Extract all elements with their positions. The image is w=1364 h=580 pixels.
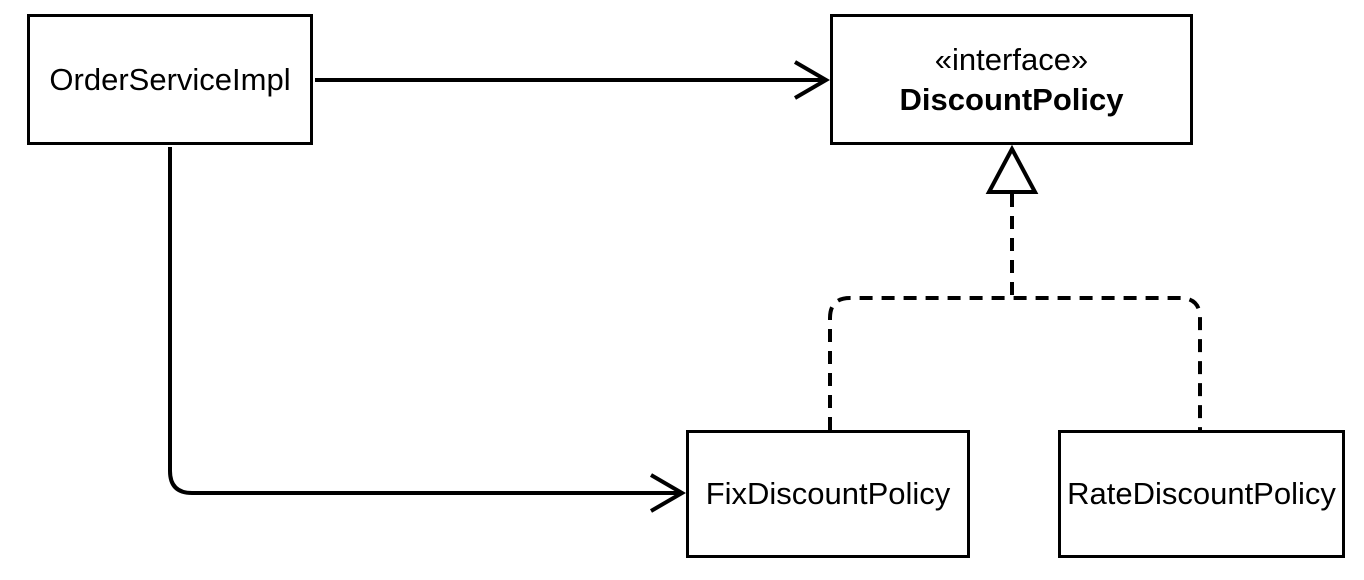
edge-line xyxy=(168,147,678,495)
class-box-orderserviceimpl[interactable]: OrderServiceImpl xyxy=(27,14,313,145)
realization-branch-line xyxy=(828,296,1202,430)
class-box-fixdiscountpolicy[interactable]: FixDiscountPolicy xyxy=(686,430,970,558)
hollow-triangle-arrowhead-icon xyxy=(985,144,1039,194)
stereotype-label: «interface» xyxy=(934,41,1089,77)
edge-dependency-orderservice-to-discountpolicy[interactable] xyxy=(315,60,830,100)
class-name-label: FixDiscountPolicy xyxy=(705,476,951,512)
open-arrowhead-icon xyxy=(649,473,686,513)
class-name-label: RateDiscountPolicy xyxy=(1067,476,1336,512)
edge-dependency-orderservice-to-fixdiscountpolicy[interactable] xyxy=(168,147,686,513)
edge-realization-branch[interactable] xyxy=(828,194,1202,430)
open-arrowhead-icon xyxy=(793,60,830,100)
class-box-ratediscountpolicy[interactable]: RateDiscountPolicy xyxy=(1058,430,1345,558)
class-name-label: OrderServiceImpl xyxy=(49,61,291,97)
interface-box-discountpolicy[interactable]: «interface» DiscountPolicy xyxy=(830,14,1193,145)
interface-name-label: DiscountPolicy xyxy=(899,81,1124,117)
